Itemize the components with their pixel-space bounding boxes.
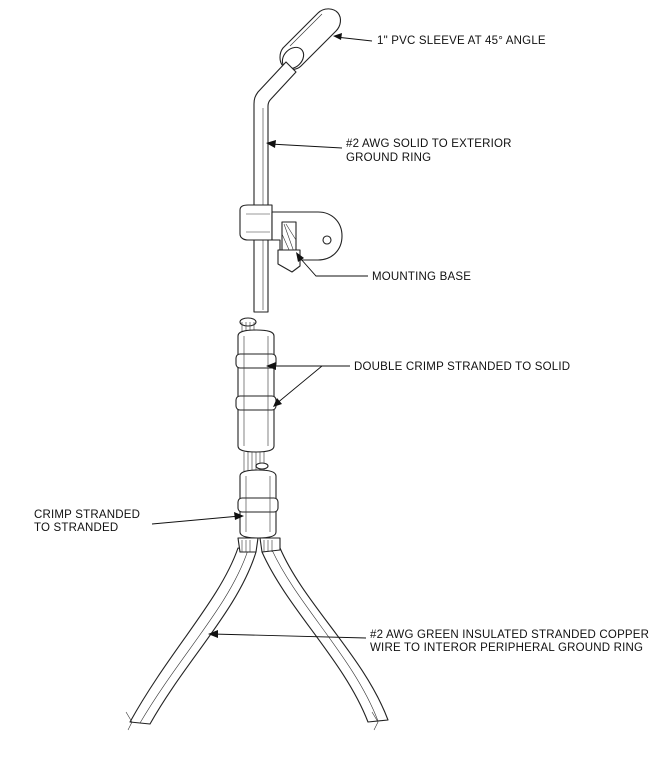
green-wire-label-line1: #2 AWG GREEN INSULATED STRANDED COPPER xyxy=(370,629,650,641)
crimp-stranded-label-line2: TO STRANDED xyxy=(34,522,119,534)
solid-wire xyxy=(253,61,297,313)
mounting-base-label: MOUNTING BASE xyxy=(372,271,472,283)
mounting-base xyxy=(239,204,343,273)
middle-strands xyxy=(243,452,269,476)
pvc-sleeve-label: 1" PVC SLEEVE AT 45° ANGLE xyxy=(377,35,546,47)
double-crimp-label: DOUBLE CRIMP STRANDED TO SOLID xyxy=(354,361,571,373)
solid-wire-label-line2: GROUND RING xyxy=(346,152,432,164)
double-crimp-sleeve xyxy=(235,329,277,453)
lower-stranded-ends xyxy=(237,537,281,553)
insulated-wire-right xyxy=(261,547,389,731)
upper-stranded-end xyxy=(239,317,257,338)
solid-wire-label-line1: #2 AWG SOLID TO EXTERIOR xyxy=(346,138,512,150)
crimp-stranded-label-line1: CRIMP STRANDED xyxy=(34,509,141,521)
green-wire-label-line2: WIRE TO INTEROR PERIPHERAL GROUND RING xyxy=(370,642,644,654)
leader-lines xyxy=(151,33,373,639)
insulated-wire-left xyxy=(125,547,257,731)
lower-crimp-sleeve xyxy=(237,469,279,539)
